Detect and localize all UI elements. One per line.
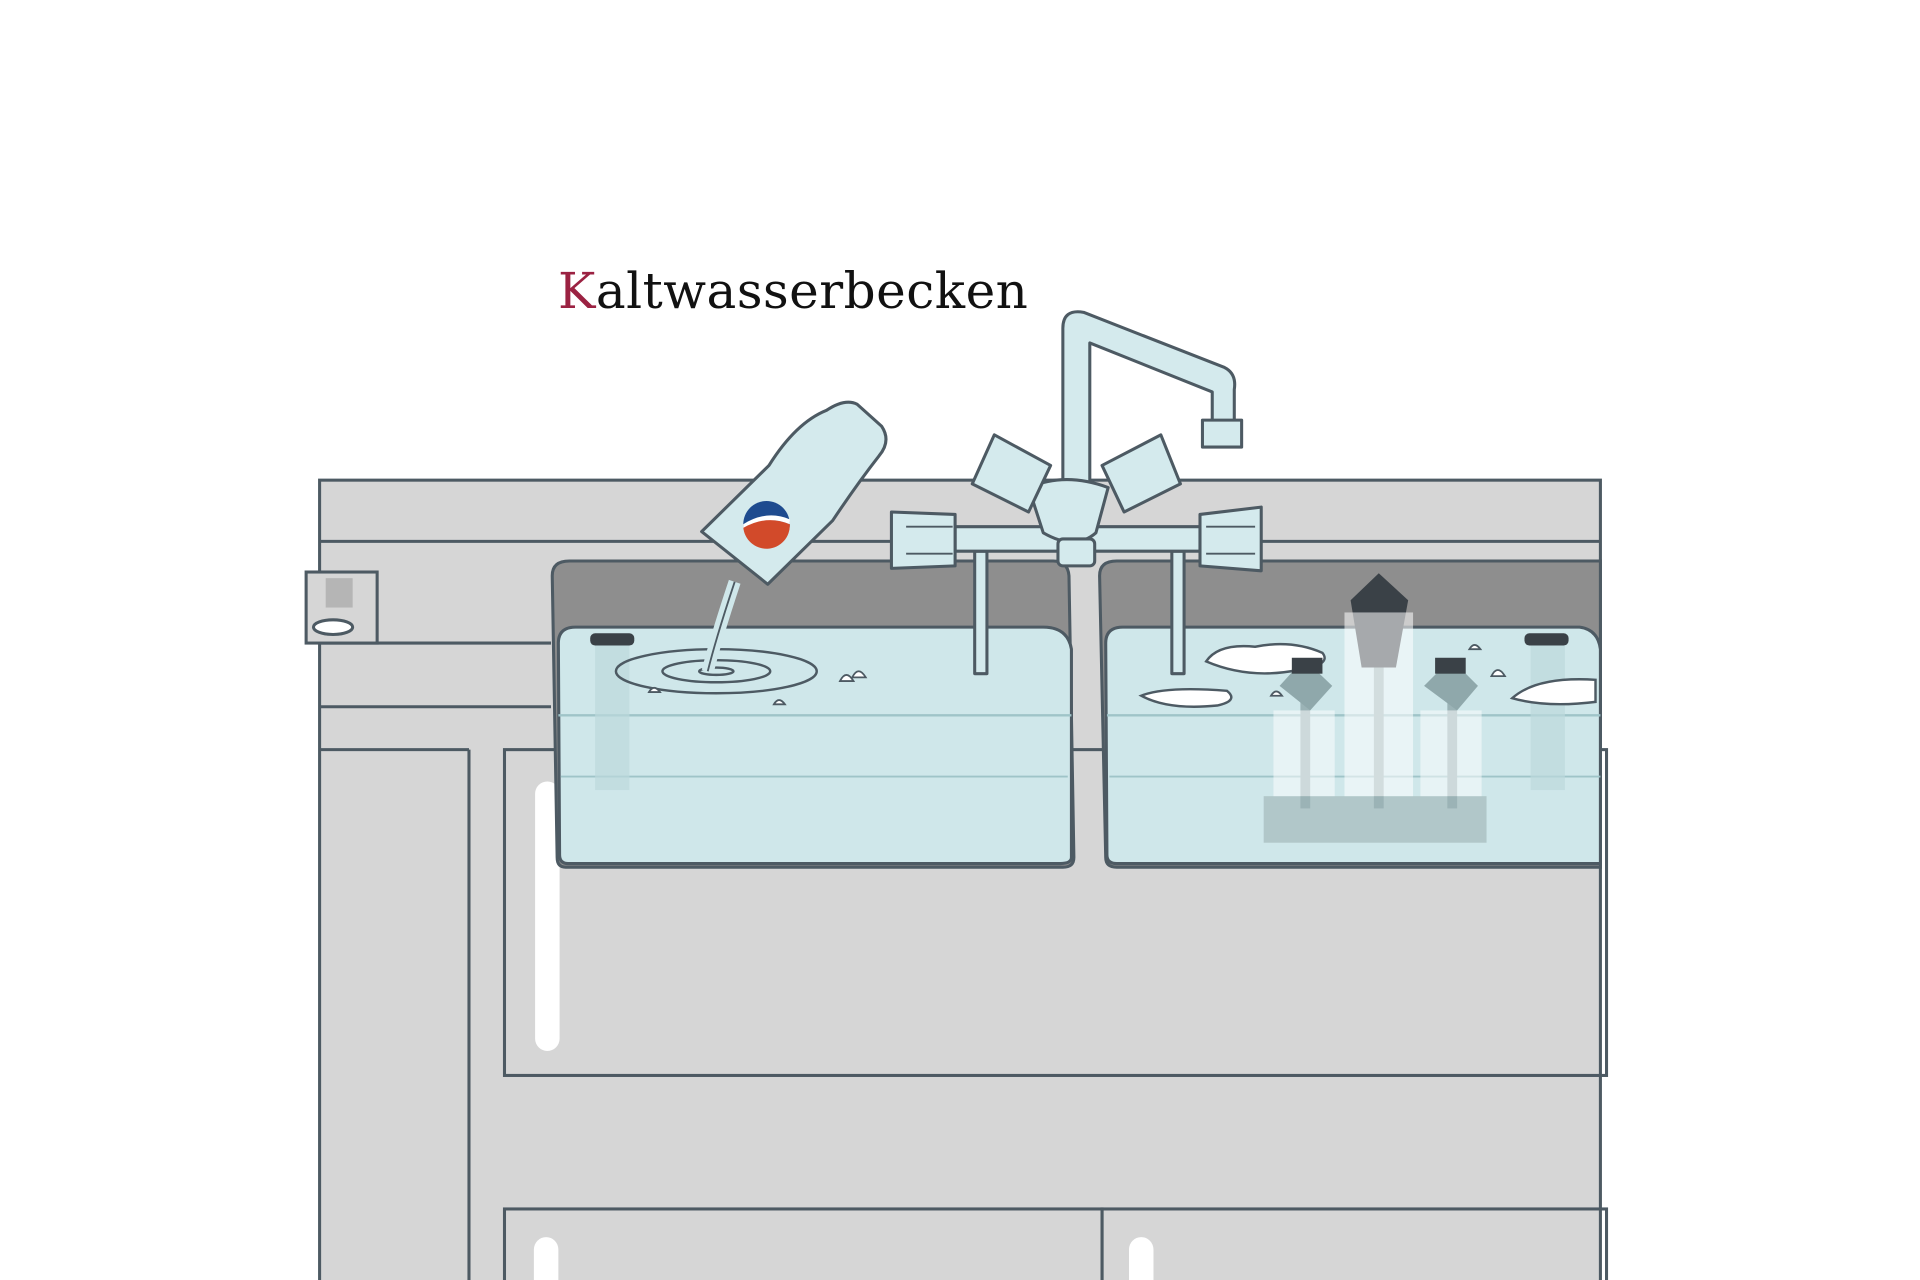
glass-brushes <box>1273 573 1482 809</box>
section-title: Kaltwasserbecken <box>558 262 1028 320</box>
faucet-aerator <box>1200 418 1244 449</box>
right-sink <box>1098 559 1602 869</box>
door-handle <box>535 781 560 1051</box>
drawer-right <box>1100 1207 1609 1280</box>
drawer-handle-right <box>1128 1237 1154 1280</box>
title-initial: K <box>558 262 596 320</box>
drawer-handle-left <box>533 1237 559 1280</box>
pouring-bottle <box>700 400 888 673</box>
faucet <box>889 310 1263 676</box>
title-rest: altwasserbecken <box>595 262 1029 320</box>
left-sink <box>550 559 1076 869</box>
bottle-logo-icon <box>743 500 790 549</box>
